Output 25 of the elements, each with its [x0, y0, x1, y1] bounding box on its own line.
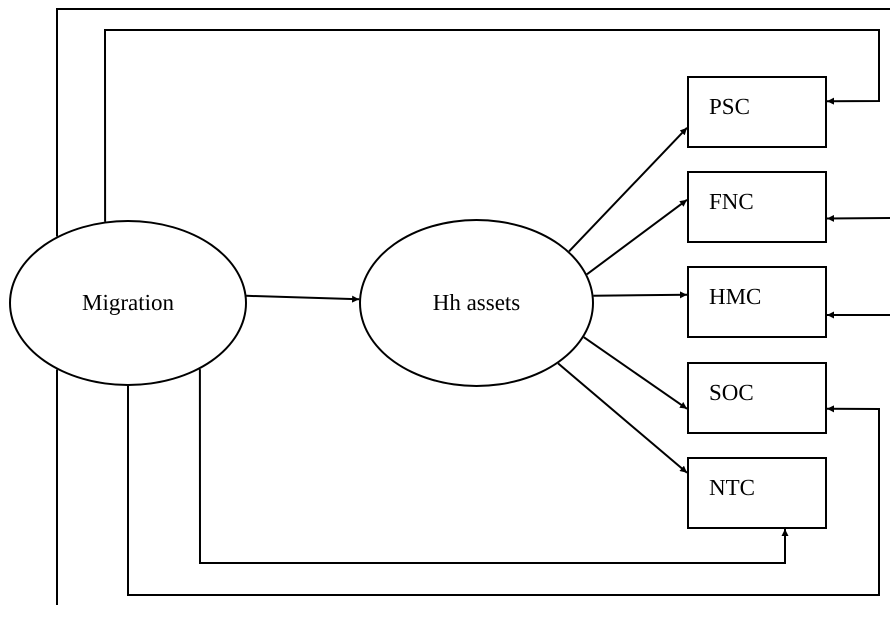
process-box — [687, 171, 827, 243]
connector-line — [56, 370, 58, 605]
arrow — [586, 199, 688, 276]
process-box — [687, 266, 827, 338]
arrow — [827, 214, 890, 222]
arrow — [568, 127, 688, 252]
node-label: FNC — [709, 189, 754, 214]
arrow — [557, 362, 688, 474]
process-box — [687, 457, 827, 529]
process-box — [687, 362, 827, 434]
node-label: Migration — [82, 290, 174, 316]
arrow — [827, 312, 890, 318]
arrow — [246, 294, 360, 303]
arrow — [104, 29, 880, 222]
node-label: PSC — [709, 94, 750, 120]
process-box — [687, 76, 827, 148]
node-label: NTC — [709, 475, 755, 500]
node-label: Hh assets — [432, 290, 520, 316]
node-label: HMC — [709, 284, 762, 310]
node-label: SOC — [709, 380, 754, 406]
arrow — [127, 386, 880, 596]
connector-line — [56, 8, 890, 236]
arrow — [594, 291, 688, 298]
arrow — [583, 336, 688, 410]
arrow — [198, 369, 788, 564]
